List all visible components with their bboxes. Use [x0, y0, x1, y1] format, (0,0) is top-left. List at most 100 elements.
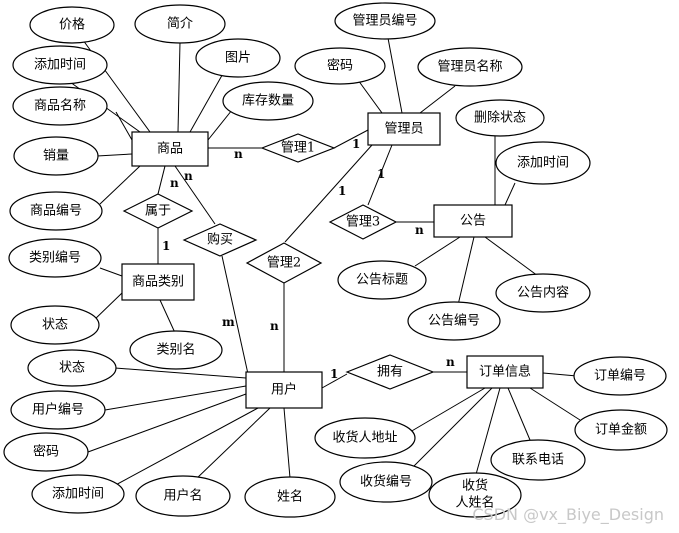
attr-goods-no-label: 商品编号: [30, 204, 82, 219]
attr-order-receiver-name: 收货 人姓名: [428, 472, 522, 518]
entity-order-label: 订单信息: [479, 364, 531, 380]
attr-goods-addtime: 添加时间: [12, 45, 108, 85]
relation-admin2-label: 管理2: [267, 256, 301, 271]
attr-order-receiver-name-line1: 收货: [462, 478, 488, 494]
entity-admin: 管理员: [367, 112, 441, 146]
attr-goods-intro: 简介: [134, 4, 226, 44]
attr-notice-addtime: 添加时间: [495, 141, 591, 185]
edges: [69, 24, 581, 489]
relation-buy: 购买: [182, 223, 258, 257]
card-admin2-admin: 1: [338, 184, 346, 198]
edge-goods-no: [99, 165, 141, 205]
attr-order-amount-label: 订单金额: [595, 422, 647, 438]
watermark: CSDN @vx_Biye_Design: [472, 505, 664, 525]
attr-notice-content: 公告内容: [495, 273, 591, 313]
attr-user-username-label: 用户名: [163, 488, 202, 504]
attr-goods-stock: 库存数量: [222, 81, 314, 121]
edge-category-name: [159, 299, 177, 336]
attr-category-status-label: 状态: [42, 318, 68, 333]
edge-order-address: [409, 387, 486, 433]
attr-user-realname-label: 姓名: [277, 489, 303, 505]
edge-order-amount: [529, 387, 581, 421]
attr-notice-content-label: 公告内容: [517, 285, 569, 301]
attr-goods-addtime-label: 添加时间: [34, 58, 86, 73]
edge-user-addtime: [109, 407, 259, 489]
attr-goods-no: 商品编号: [9, 191, 103, 231]
attr-admin-pwd: 密码: [294, 47, 386, 85]
card-buy-goods: n: [184, 169, 193, 183]
attr-goods-intro-label: 简介: [167, 16, 193, 32]
attr-notice-title: 公告标题: [337, 260, 427, 300]
relation-admin1: 管理1: [260, 133, 336, 163]
attr-user-addtime: 添加时间: [31, 474, 125, 514]
relation-admin2: 管理2: [245, 242, 323, 284]
attr-goods-price: 价格: [29, 6, 115, 44]
edge-notice-addtime: [504, 182, 516, 206]
edge-order-receiver-name: [474, 387, 501, 479]
attr-notice-deleted-label: 删除状态: [474, 111, 526, 126]
attr-goods-image-label: 图片: [225, 51, 251, 66]
entity-user-label: 用户: [271, 382, 297, 398]
attr-category-no: 类别编号: [8, 238, 102, 278]
entity-notice: 公告: [433, 204, 513, 238]
attr-admin-no-label: 管理员编号: [352, 14, 417, 29]
attr-user-no: 用户编号: [10, 390, 106, 430]
edge-admin1-admin: [333, 129, 369, 149]
relation-admin3-label: 管理3: [346, 215, 380, 230]
edge-admin-name: [419, 85, 456, 114]
attr-goods-price-label: 价格: [59, 17, 85, 33]
entity-category: 商品类别: [121, 263, 195, 301]
card-admin3-admin: 1: [377, 167, 385, 181]
card-admin1-goods: n: [234, 147, 243, 161]
attr-order-receiver-no: 收货编号: [339, 461, 433, 503]
entity-notice-label: 公告: [460, 214, 486, 229]
attr-user-pwd: 密码: [3, 432, 89, 472]
edge-goods-intro: [177, 41, 181, 133]
attr-user-username: 用户名: [135, 475, 231, 517]
attr-notice-no: 公告编号: [407, 301, 501, 341]
attr-order-amount: 订单金额: [574, 409, 668, 451]
edge-order-receiver-no: [409, 387, 493, 471]
attr-order-no-label: 订单编号: [594, 369, 646, 384]
edge-admin2-admin: [284, 144, 373, 243]
attr-goods-sales: 销量: [13, 136, 99, 176]
attr-notice-deleted: 删除状态: [455, 99, 545, 137]
attr-order-phone-label: 联系电话: [512, 453, 564, 468]
edge-order-no: [542, 372, 578, 377]
relation-own: 拥有: [345, 354, 435, 390]
edge-goods-price: [71, 24, 151, 133]
edge-belongs-goods: [157, 165, 166, 195]
attr-order-no: 订单编号: [573, 356, 667, 396]
attr-order-receiver-name-line2: 人姓名: [455, 495, 494, 511]
attr-user-realname: 姓名: [244, 476, 336, 518]
attr-notice-no-label: 公告编号: [428, 314, 480, 329]
attr-notice-title-label: 公告标题: [356, 273, 408, 288]
attr-admin-pwd-label: 密码: [327, 58, 353, 74]
card-own-user: 1: [330, 367, 338, 381]
edge-admin-pwd: [357, 79, 383, 114]
attr-category-no-label: 类别编号: [29, 251, 81, 266]
attr-user-status-label: 状态: [59, 361, 85, 376]
attr-category-name: 类别名: [129, 330, 223, 370]
entity-order: 订单信息: [466, 355, 544, 389]
attr-order-address: 收货人地址: [314, 417, 416, 459]
edge-user-status: [114, 367, 247, 379]
edge-user-no: [104, 385, 247, 411]
attr-order-receiver-no-label: 收货编号: [360, 474, 412, 490]
card-belongs-category: 1: [162, 239, 170, 253]
edge-goods-name: [115, 111, 133, 141]
edge-user-pwd: [87, 393, 247, 453]
relation-belongs-label: 属于: [145, 204, 171, 219]
edge-goods-sales: [96, 153, 133, 157]
attr-notice-addtime-label: 添加时间: [517, 156, 569, 171]
card-own-order: n: [446, 355, 455, 369]
edge-notice-content: [484, 236, 539, 277]
edge-category-status: [91, 292, 123, 323]
attr-admin-name: 管理员名称: [417, 47, 523, 87]
relation-buy-label: 购买: [207, 232, 233, 248]
edge-own-user: [321, 373, 348, 389]
edge-buy-goods: [174, 165, 216, 225]
card-belongs-goods: n: [170, 176, 179, 190]
